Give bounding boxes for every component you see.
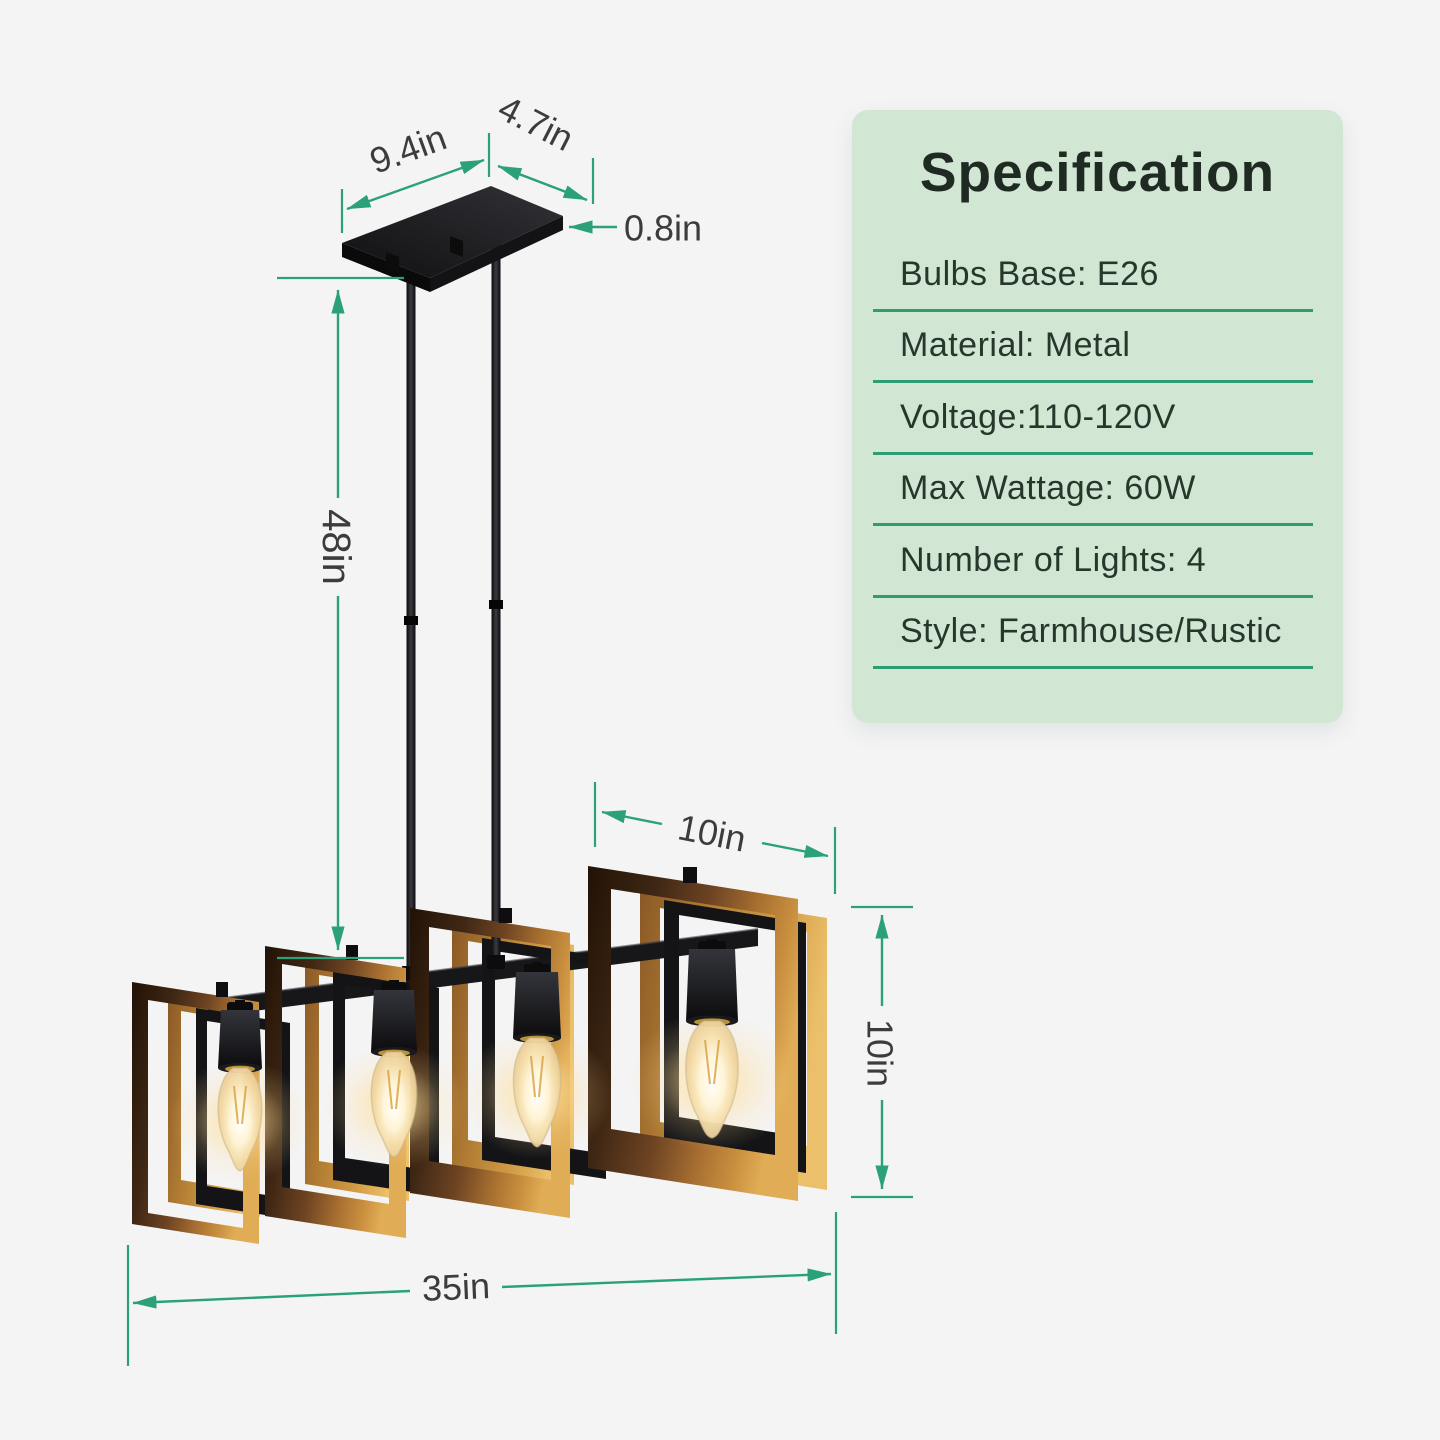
spec-value: Number of Lights: 4 bbox=[900, 540, 1207, 579]
edison-bulbs bbox=[217, 1020, 739, 1172]
spec-row-number-of-lights: Number of Lights: 4 bbox=[873, 526, 1313, 598]
spec-value: Max Wattage: 60W bbox=[900, 469, 1196, 508]
shade-height-label: 10in bbox=[860, 1019, 901, 1087]
specification-panel: Specification Bulbs Base: E26 Material: … bbox=[852, 110, 1343, 723]
spec-value: Material: Metal bbox=[900, 326, 1131, 365]
dimension-fixture-length: 35in bbox=[126, 1212, 838, 1366]
spec-row-style: Style: Farmhouse/Rustic bbox=[873, 598, 1313, 669]
spec-row-bulbs-base: Bulbs Base: E26 bbox=[873, 240, 1313, 312]
dimension-canopy-depth: 4.7in bbox=[492, 87, 595, 204]
ceiling-canopy bbox=[342, 186, 563, 292]
dimension-rod-length: 48in bbox=[277, 276, 404, 960]
canopy-thickness-label: 0.8in bbox=[624, 208, 702, 249]
dimension-shade-height: 10in bbox=[851, 905, 913, 1199]
rod-length-label: 48in bbox=[314, 509, 358, 585]
spec-row-max-wattage: Max Wattage: 60W bbox=[873, 455, 1313, 526]
canopy-width-label: 9.4in bbox=[364, 116, 451, 181]
spec-row-material: Material: Metal bbox=[873, 312, 1313, 383]
spec-value: Style: Farmhouse/Rustic bbox=[900, 612, 1282, 651]
spec-value: Voltage:110-120V bbox=[900, 397, 1176, 436]
spec-title: Specification bbox=[919, 141, 1276, 203]
spec-rows: Bulbs Base: E26 Material: Metal Voltage:… bbox=[873, 240, 1313, 669]
fixture-length-label: 35in bbox=[421, 1265, 491, 1309]
spec-value: Bulbs Base: E26 bbox=[900, 254, 1159, 293]
hanging-rods bbox=[402, 228, 505, 980]
shade-width-label: 10in bbox=[675, 806, 750, 859]
dimension-canopy-thickness: 0.8in bbox=[568, 208, 702, 249]
canopy-depth-label: 4.7in bbox=[492, 87, 580, 159]
spec-row-voltage: Voltage:110-120V bbox=[873, 383, 1313, 455]
frame-pins bbox=[216, 867, 697, 997]
